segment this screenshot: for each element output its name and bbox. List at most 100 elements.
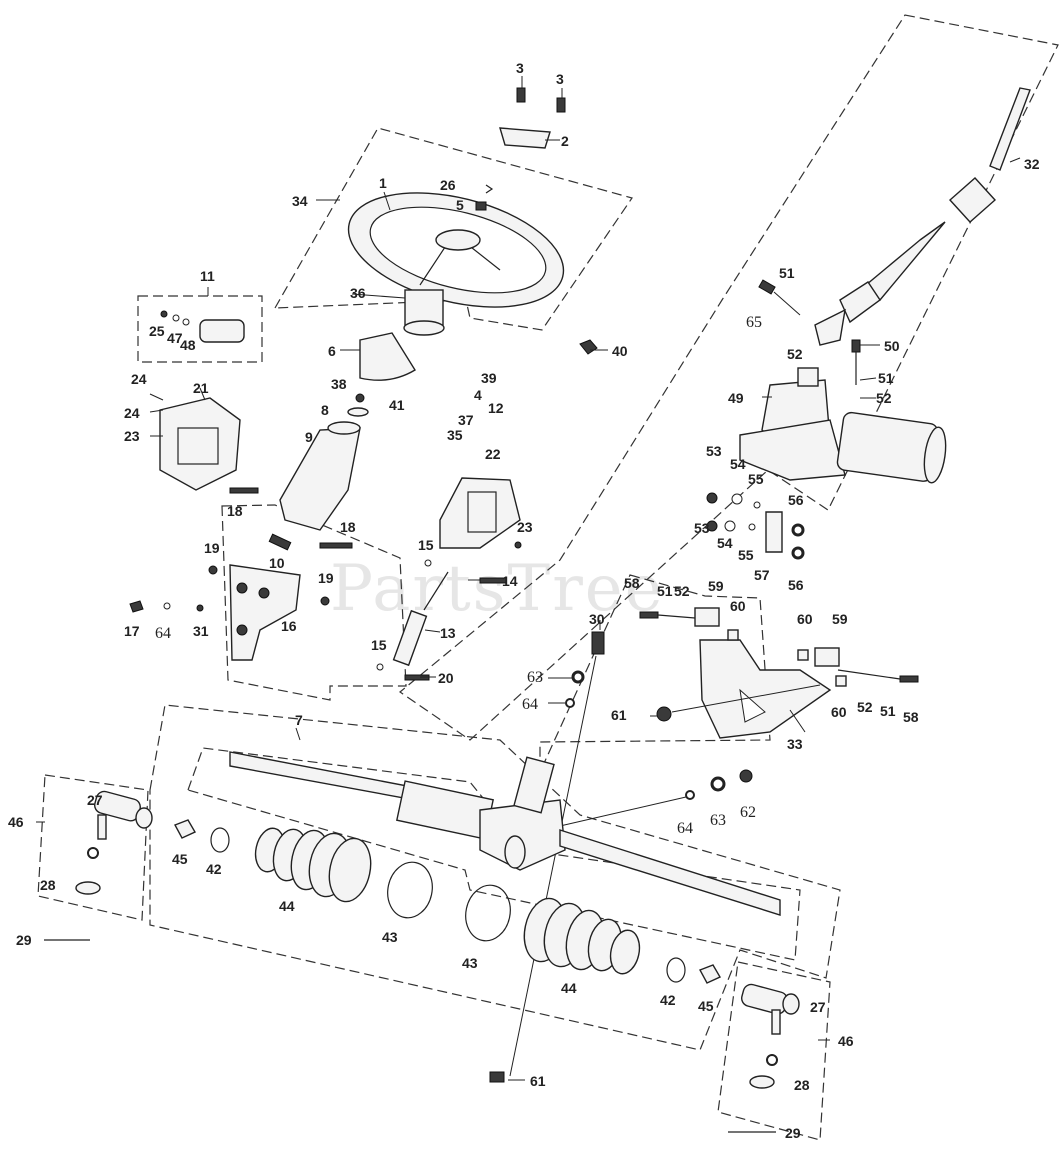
callout-51b: 51 <box>878 370 894 386</box>
callout-27b: 27 <box>810 999 826 1015</box>
tie-rod-right <box>728 983 800 1133</box>
callout-49: 49 <box>728 390 744 406</box>
callout-12: 12 <box>488 400 504 416</box>
tie-rod-left <box>44 790 153 941</box>
callout-15a: 15 <box>418 537 434 553</box>
callout-19a: 19 <box>204 540 220 556</box>
callout-4: 4 <box>474 387 482 403</box>
callout-54a: 54 <box>730 456 746 472</box>
callout-64a: 64 <box>155 625 171 642</box>
callout-1: 1 <box>379 175 387 191</box>
callout-2: 2 <box>561 133 569 149</box>
callout-44b: 44 <box>561 980 577 996</box>
callout-55a: 55 <box>748 471 764 487</box>
callout-58a: 58 <box>624 575 640 591</box>
callout-30: 30 <box>589 611 605 627</box>
callout-64b: 64 <box>522 696 538 713</box>
callout-18a: 18 <box>227 503 243 519</box>
callout-40: 40 <box>612 343 628 359</box>
eps-fasteners <box>706 279 861 560</box>
callout-53b: 53 <box>694 520 710 536</box>
switch-group-outline <box>137 295 263 363</box>
tie-rod-left-outline <box>37 774 149 921</box>
callout-51d: 51 <box>880 703 896 719</box>
steering-rack <box>229 751 781 916</box>
callout-58b: 58 <box>903 709 919 725</box>
callout-25: 25 <box>149 323 165 339</box>
callout-34: 34 <box>292 193 308 209</box>
callout-24b: 24 <box>124 405 140 421</box>
rack-group-outline <box>149 704 841 1051</box>
tie-rod-right-outline <box>717 961 831 1141</box>
callout-62: 62 <box>740 804 756 821</box>
callout-52d: 52 <box>857 699 873 715</box>
pins-misc <box>129 393 522 681</box>
callout-17: 17 <box>124 623 140 639</box>
callout-60a: 60 <box>730 598 746 614</box>
callout-46b: 46 <box>838 1033 854 1049</box>
callout-18b: 18 <box>340 519 356 535</box>
callout-52a: 52 <box>787 346 803 362</box>
eps-motor-unit <box>739 367 947 484</box>
column-cover-21 <box>159 397 241 491</box>
upper-shaft-group-outline <box>399 14 1059 741</box>
clamps-43 <box>387 861 511 942</box>
callout-31: 31 <box>193 623 209 639</box>
callout-9: 9 <box>305 429 313 445</box>
callout-labels: 3 3 2 34 1 26 5 36 11 25 47 48 6 40 38 3… <box>8 60 1040 1141</box>
callout-41: 41 <box>389 397 405 413</box>
hub-cone <box>359 332 416 381</box>
callout-23a: 23 <box>124 428 140 444</box>
callout-15b: 15 <box>371 637 387 653</box>
callout-5: 5 <box>456 197 464 213</box>
column-tube-9 <box>279 421 361 531</box>
callout-38: 38 <box>331 376 347 392</box>
callout-35: 35 <box>447 427 463 443</box>
callout-51a: 51 <box>779 265 795 281</box>
ignition-switch <box>160 310 245 343</box>
intermediate-shaft-32 <box>814 87 1031 346</box>
leader-lines <box>36 76 1021 1081</box>
callout-43b: 43 <box>462 955 478 971</box>
bolts-top <box>475 87 566 211</box>
boot-right-44 <box>523 897 641 975</box>
callout-14: 14 <box>502 573 518 589</box>
callout-42b: 42 <box>660 992 676 1008</box>
callout-60c: 60 <box>831 704 847 720</box>
callout-29b: 29 <box>785 1125 801 1141</box>
callout-28b: 28 <box>794 1077 810 1093</box>
callout-61a: 61 <box>611 707 627 723</box>
callout-60b: 60 <box>797 611 813 627</box>
callout-16: 16 <box>281 618 297 634</box>
callout-11: 11 <box>200 268 215 284</box>
callout-63a: 63 <box>527 669 543 686</box>
callout-22: 22 <box>485 446 501 462</box>
callout-19b: 19 <box>318 570 334 586</box>
watermark-text: PartsTree <box>330 552 665 626</box>
callout-59b: 59 <box>832 611 848 627</box>
callout-13: 13 <box>440 625 456 641</box>
horn-cap <box>499 127 551 149</box>
clips-and-nuts <box>174 819 721 984</box>
rack-inner-outline <box>187 747 801 961</box>
callout-57: 57 <box>754 567 770 583</box>
callout-47: 47 <box>167 330 183 346</box>
callout-7: 7 <box>295 712 303 728</box>
callout-55b: 55 <box>738 547 754 563</box>
callout-36: 36 <box>350 285 366 301</box>
column-cover-22 <box>439 477 521 549</box>
callout-10: 10 <box>269 555 285 571</box>
callout-26: 26 <box>440 177 456 193</box>
gas-spring-13 <box>392 571 449 667</box>
callout-21: 21 <box>193 380 209 396</box>
callout-44a: 44 <box>279 898 295 914</box>
callout-45b: 45 <box>698 998 714 1014</box>
nut-40 <box>579 339 598 355</box>
callout-53a: 53 <box>706 443 722 459</box>
callout-37: 37 <box>458 412 474 428</box>
pinion-fasteners <box>489 631 753 1083</box>
callout-46a: 46 <box>8 814 24 830</box>
callout-3a: 3 <box>516 60 524 76</box>
callout-39: 39 <box>481 370 497 386</box>
